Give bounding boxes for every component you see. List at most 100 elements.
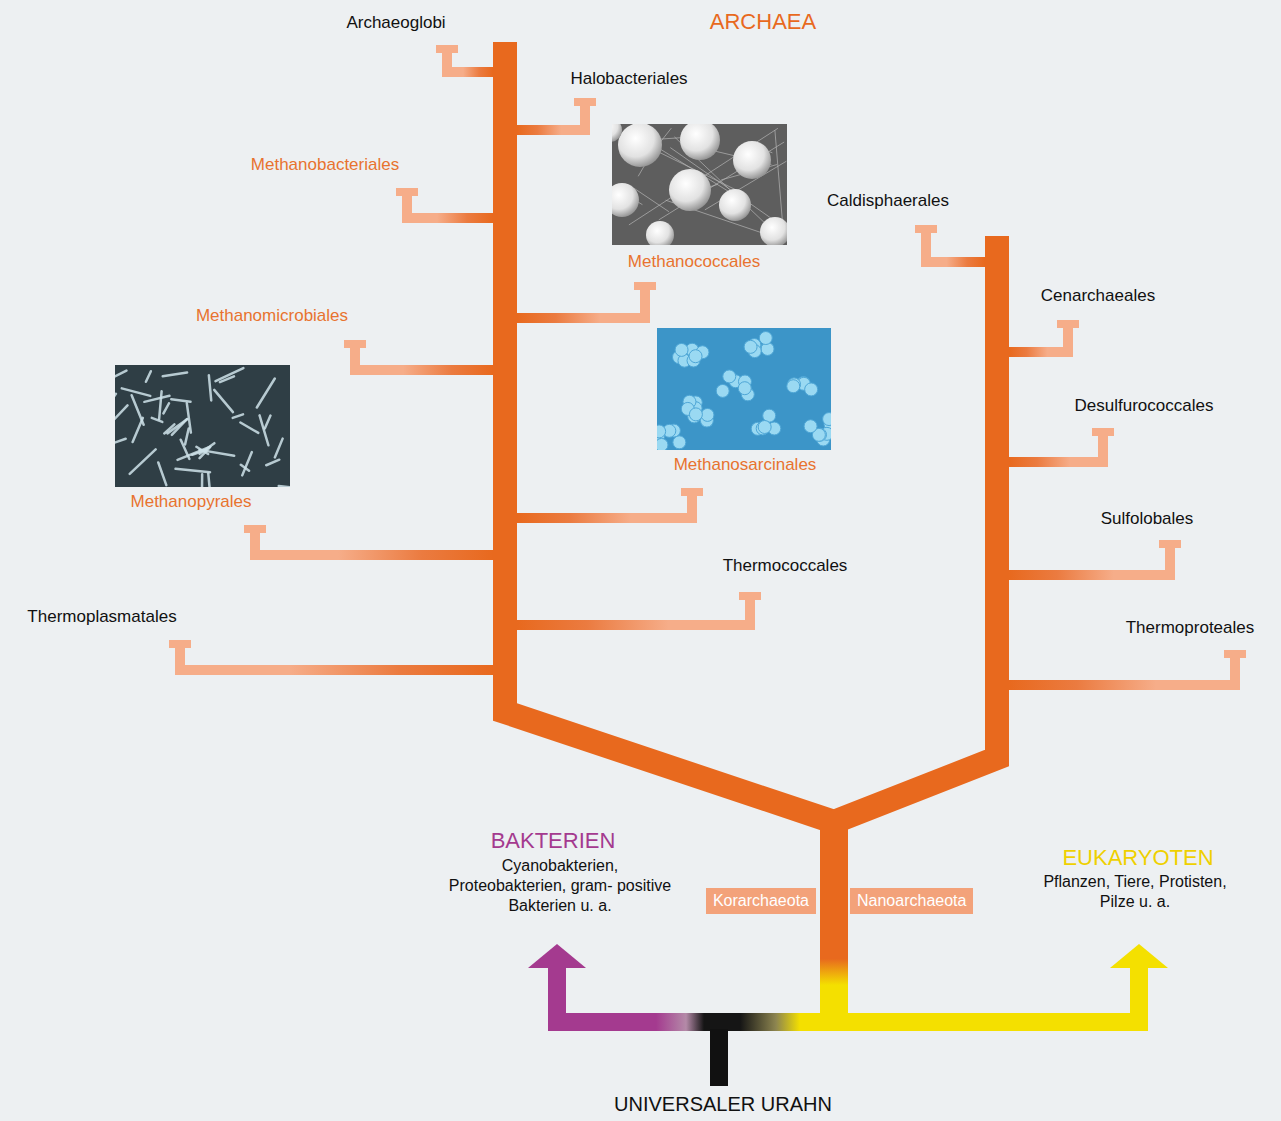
taxon-label: Methanococcales: [628, 251, 760, 272]
rod-cell: [130, 449, 156, 473]
branch-horizontal: [512, 513, 697, 523]
rod-cell: [176, 469, 211, 472]
sarcina-cell: [787, 380, 800, 393]
branch-cap: [169, 640, 191, 648]
filament: [634, 188, 669, 211]
taxon-label: Thermoproteales: [1126, 617, 1255, 638]
branch-horizontal: [921, 257, 990, 267]
rod-cell: [208, 473, 211, 487]
rod-cell: [115, 371, 126, 382]
tree-branch: [915, 225, 990, 267]
tree-branch: [344, 340, 498, 375]
coccus-cell: [612, 183, 639, 217]
rod-cell: [265, 416, 271, 429]
coccus-cell: [618, 124, 662, 167]
sarcina-cell: [657, 438, 668, 450]
root-label: UNIVERSALER URAHN: [614, 1092, 832, 1116]
sarcina-cell: [689, 350, 702, 363]
coccus-cell: [612, 124, 622, 142]
rod-cell: [144, 396, 169, 402]
taxon-label: Sulfolobales: [1101, 508, 1194, 529]
eukaryote-arrow-shaft: [1130, 964, 1148, 1024]
branch-cap: [1224, 650, 1246, 658]
sarcina-cell: [701, 408, 714, 421]
sarcina-cell: [689, 408, 702, 421]
bacteria-arrow-head: [528, 944, 586, 968]
micrograph: [612, 124, 787, 245]
branch-cap: [681, 488, 703, 496]
tree-branch: [396, 188, 498, 223]
taxon-label: Thermococcales: [723, 555, 848, 576]
tree-branch: [512, 488, 703, 523]
branch-cap: [634, 282, 656, 290]
rod-cell: [257, 378, 275, 407]
micrograph-ground: [657, 328, 831, 450]
taxon-label: Methanopyrales: [131, 491, 252, 512]
bacteria-arrow-shaft: [548, 964, 566, 1024]
rod-cell: [171, 399, 190, 402]
root-bar: [548, 1013, 1148, 1031]
branch-horizontal: [512, 125, 590, 135]
branch-cap: [436, 45, 458, 53]
tree-branch: [1004, 428, 1114, 467]
branch-horizontal: [350, 365, 498, 375]
branch-group: [169, 45, 1246, 690]
rod-cell: [146, 371, 151, 382]
branch-cap: [396, 188, 418, 196]
tree-branch: [244, 525, 498, 560]
sarcina-cell: [805, 383, 818, 396]
rod-cell: [115, 405, 127, 428]
rod-cell: [167, 419, 187, 433]
rod-cell: [240, 422, 258, 432]
clade-name: Korarchaeota: [713, 891, 809, 911]
sarcina-cell: [738, 382, 751, 395]
archaea-stem: [820, 812, 848, 1031]
rod-cell: [185, 428, 189, 444]
tree-branch: [512, 592, 761, 630]
sarcina-cell: [804, 420, 817, 433]
taxon-label: Caldisphaerales: [827, 190, 949, 211]
clade-box: Korarchaeota: [706, 888, 816, 914]
branch-cap: [1092, 428, 1114, 436]
tree-branch: [1004, 650, 1246, 690]
rod-cell: [279, 486, 290, 487]
sarcina-cell: [758, 421, 771, 434]
branch-horizontal: [1004, 347, 1073, 357]
taxon-label: Halobacteriales: [570, 68, 687, 89]
micrograph: [115, 365, 290, 487]
micrograph-ground: [115, 365, 290, 487]
coccus-cell: [669, 169, 711, 211]
tree-branch: [1004, 540, 1181, 580]
branch-horizontal: [512, 313, 650, 323]
branch-cap: [344, 340, 366, 348]
rod-cell: [242, 452, 252, 475]
coccus-cell: [760, 217, 787, 245]
archaea-trunk: [834, 236, 997, 822]
domain-title: EUKARYOTEN: [1062, 844, 1213, 871]
sarcina-cell: [823, 413, 831, 426]
tree-branch: [512, 282, 656, 323]
rod-cell: [181, 440, 190, 459]
taxon-label: Cenarchaeales: [1041, 285, 1155, 306]
sarcina-cell: [657, 425, 666, 438]
rod-cell: [133, 418, 143, 442]
micrograph: [657, 328, 831, 450]
branch-horizontal: [402, 213, 498, 223]
rod-cell: [163, 372, 187, 376]
coccus-cell: [719, 189, 751, 221]
root-stem: [710, 1029, 728, 1086]
domain-title: BAKTERIEN: [491, 827, 616, 854]
taxon-label: Desulfurococcales: [1075, 395, 1214, 416]
branch-horizontal: [175, 665, 498, 675]
domain-title: ARCHAEA: [710, 8, 816, 35]
domain-description: Cyanobakterien, Proteobakterien, gram- p…: [444, 856, 676, 916]
rod-cell: [122, 388, 150, 396]
branch-cap: [915, 225, 937, 233]
rod-cell: [159, 391, 162, 419]
taxon-label: Archaeoglobi: [346, 12, 445, 33]
branch-horizontal: [1004, 570, 1175, 580]
rod-cell: [220, 376, 234, 382]
rod-cell: [275, 439, 283, 458]
